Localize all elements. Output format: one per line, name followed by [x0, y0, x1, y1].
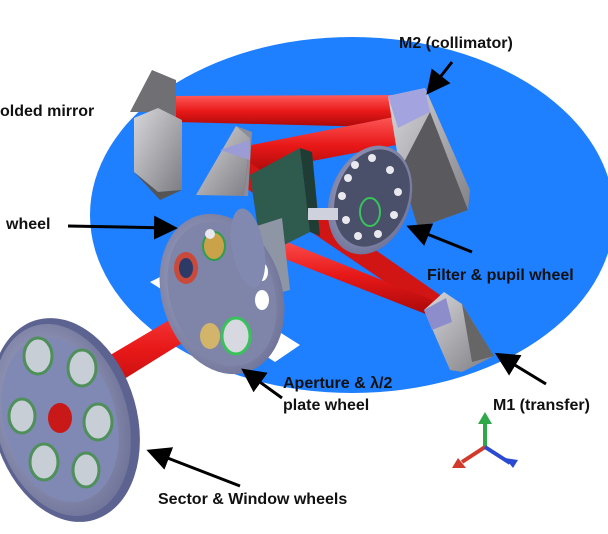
annotation-arrows — [67, 61, 547, 488]
folded-mirror — [130, 70, 182, 200]
label-m1-transfer: M1 (transfer) — [493, 397, 590, 414]
label-folded-mirror: olded mirror — [0, 103, 95, 120]
label-wheel: wheel — [6, 216, 51, 233]
beam-folded-to-m2 — [170, 95, 418, 128]
sector-window-wheels — [0, 318, 140, 522]
filter-pupil-wheel — [308, 145, 413, 255]
label-aperture-line2: plate wheel — [283, 397, 370, 414]
arrow-aperture — [241, 368, 283, 400]
arrow-filter — [406, 223, 473, 254]
label-filter-pupil-wheel: Filter & pupil wheel — [427, 267, 574, 284]
arrow-wheel — [67, 215, 178, 240]
beam-m2-to-fold2 — [226, 115, 412, 176]
label-m2-collimator: M2 (collimator) — [399, 35, 513, 52]
label-aperture-line1: Aperture & λ/2 — [283, 375, 393, 392]
beam-m1-to-wheel — [262, 232, 436, 318]
coordinate-axes — [452, 412, 518, 468]
fold-mirror-2 — [196, 126, 252, 196]
arrow-m1 — [494, 352, 547, 386]
label-sector-window-wheels: Sector & Window wheels — [158, 491, 348, 508]
small-wheel — [205, 208, 266, 288]
m1-transfer — [424, 292, 494, 372]
arrow-m2 — [426, 61, 454, 95]
arrow-sector — [146, 447, 241, 488]
